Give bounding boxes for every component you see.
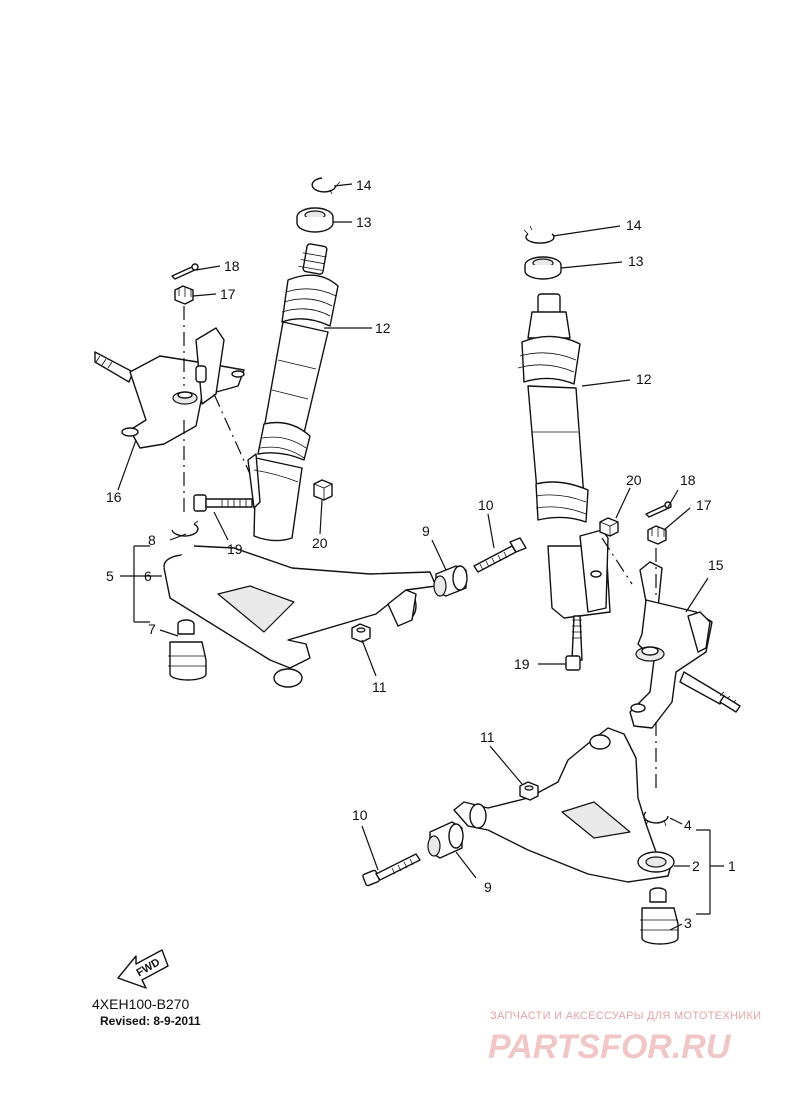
left-bushing-9 [433, 565, 468, 597]
callout-5: 5 [106, 568, 114, 584]
right-nut-11 [519, 781, 539, 801]
callout-13-left: 13 [356, 214, 372, 230]
callout-12-left: 12 [375, 320, 391, 336]
callout-6: 6 [144, 568, 152, 584]
callout-7: 7 [148, 621, 156, 637]
right-ball-joint-3 [640, 887, 679, 945]
revision-date: Revised: 8-9-2011 [100, 1014, 201, 1028]
left-bolt-19 [193, 494, 253, 512]
left-steering-knuckle-16 [94, 327, 245, 449]
left-lower-arm-5 [163, 545, 437, 688]
left-seat-13 [296, 207, 334, 233]
left-castle-nut-17 [174, 285, 194, 305]
callout-14-right: 14 [626, 217, 642, 233]
left-axis-line-shock [213, 393, 251, 475]
callout-17-left: 17 [220, 286, 236, 302]
right-circlip-4 [643, 811, 669, 827]
callout-20-left: 20 [312, 535, 328, 551]
right-axis-line-shock [601, 537, 633, 585]
right-castle-nut-17 [647, 525, 667, 545]
left-shock-absorber-12 [247, 243, 339, 542]
right-nut-20 [599, 517, 619, 537]
right-bushing-9 [427, 821, 464, 859]
left-cotter-pin-18 [171, 263, 199, 280]
callout-8: 8 [148, 532, 156, 548]
right-lower-arm-1 [453, 727, 675, 883]
left-circlip-8 [171, 520, 199, 537]
right-bolt-19 [565, 615, 583, 671]
leader-lines [117, 183, 724, 931]
callout-11-right: 11 [480, 729, 495, 745]
watermark-tagline: ЗАПЧАСТИ И АКСЕССУАРЫ ДЛЯ МОТОТЕХНИКИ [490, 1010, 761, 1022]
callout-18-left: 18 [224, 258, 240, 274]
right-bolt-10 [362, 853, 421, 887]
callout-14-left: 14 [356, 177, 372, 193]
fwd-arrow-icon: FWD [117, 949, 169, 989]
watermark-brand: PARTSFOR.RU [488, 1028, 732, 1066]
left-bolt-10 [473, 537, 527, 573]
callout-11-left: 11 [372, 679, 387, 695]
callout-18-right: 18 [680, 472, 696, 488]
callout-3: 3 [684, 915, 692, 931]
left-nut-11 [351, 623, 371, 643]
left-nut-20 [313, 479, 333, 501]
right-shock-absorber-12 [517, 293, 611, 619]
callout-9-right: 9 [484, 879, 492, 895]
callout-16: 16 [106, 489, 122, 505]
callout-19-left: 19 [227, 541, 243, 557]
callout-19-right: 19 [514, 656, 530, 672]
right-steering-knuckle-15 [629, 561, 741, 729]
callout-4: 4 [684, 817, 692, 833]
callout-2: 2 [692, 858, 700, 874]
callout-20-right: 20 [626, 472, 642, 488]
callout-numbers: 14 13 12 18 17 16 19 20 8 5 6 7 11 9 10 … [106, 177, 736, 931]
callout-17-right: 17 [696, 497, 712, 513]
callout-10-right: 10 [352, 807, 368, 823]
right-circlip-14 [523, 225, 555, 244]
callout-13-right: 13 [628, 253, 644, 269]
callout-9-left: 9 [422, 523, 430, 539]
callout-1: 1 [728, 858, 736, 874]
callout-12-right: 12 [636, 371, 652, 387]
right-seat-13 [524, 256, 562, 280]
left-circlip-14 [311, 177, 341, 195]
callout-15: 15 [708, 557, 724, 573]
drawing-code: 4XEH100-B270 [92, 996, 190, 1012]
callout-10-left: 10 [478, 497, 494, 513]
right-cotter-pin-18 [645, 501, 672, 518]
left-ball-joint-7 [168, 619, 207, 681]
